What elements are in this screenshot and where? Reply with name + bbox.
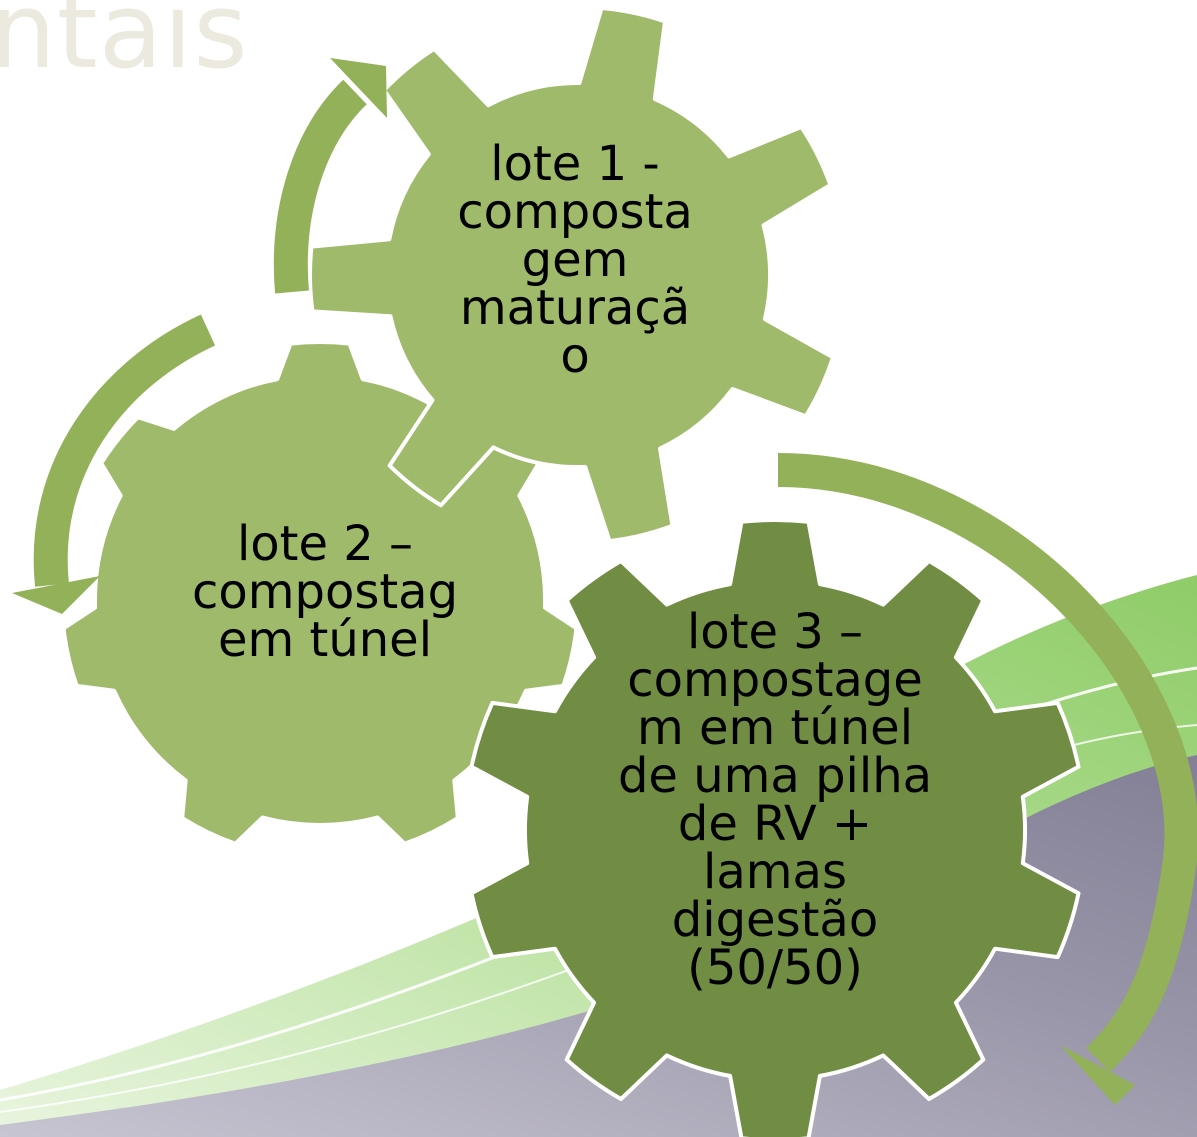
arrow-right-shaft [777, 453, 1197, 1073]
gear-3-label-line: lamas [703, 844, 847, 900]
arrow-left-head [12, 576, 100, 614]
gear-2-label-line: lote 2 – [236, 516, 414, 572]
arrow-left-shaft [33, 314, 216, 587]
gear-3-label-line: compostage [627, 652, 923, 708]
gear-1-label-line: composta [457, 184, 693, 240]
slide-title-fragment: ntais [0, 0, 249, 92]
gear-1-label-line: gem [521, 232, 629, 288]
gear-1 [308, 6, 835, 544]
gear-3-label-line: lote 3 – [686, 604, 864, 660]
gear-1-label-line: maturaçã [459, 280, 691, 336]
gear-2-label-line: em túnel [217, 612, 433, 668]
arrow-right-head [1060, 1045, 1135, 1105]
gear-3-label-line: de uma pilha [617, 748, 933, 804]
gear-3 [469, 518, 1081, 1137]
gear-3-label-line: (50/50) [687, 940, 863, 996]
gear-1-label-line: o [560, 328, 590, 384]
gear-3-label-line: de RV + [677, 796, 873, 852]
gear-2-label-line: compostag [191, 564, 459, 620]
gear-3-label-line: m em túnel [636, 700, 914, 756]
arrow-top-shaft [273, 79, 368, 294]
arrow-top-head [330, 58, 387, 118]
gear-1-label-line: lote 1 - [490, 136, 660, 192]
gear-3-label-line: digestão [671, 892, 879, 948]
